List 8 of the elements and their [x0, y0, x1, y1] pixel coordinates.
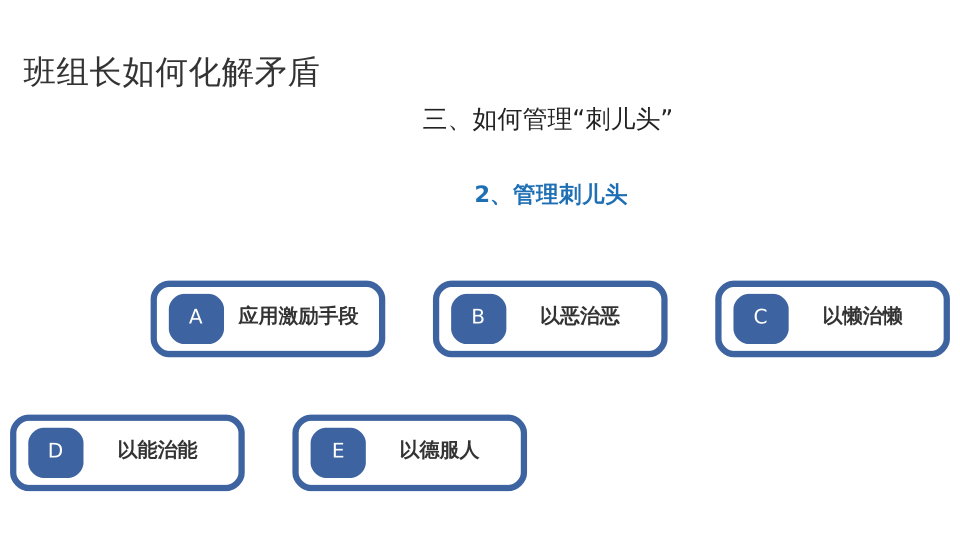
node-box: A 应用激励手段 [150, 280, 386, 358]
label: 2、管理刺儿头 [474, 182, 628, 208]
diagram-title: 班组长如何化解矛盾 [23, 53, 320, 92]
node-box: E 以德服人 [292, 414, 528, 492]
node-box: B 以恶治恶 [432, 280, 668, 358]
node-box: C 以懒治懒 [715, 280, 950, 358]
node-box: D 以能治能 [10, 414, 245, 492]
label: 三、如何管理“刺儿头” [422, 104, 674, 134]
